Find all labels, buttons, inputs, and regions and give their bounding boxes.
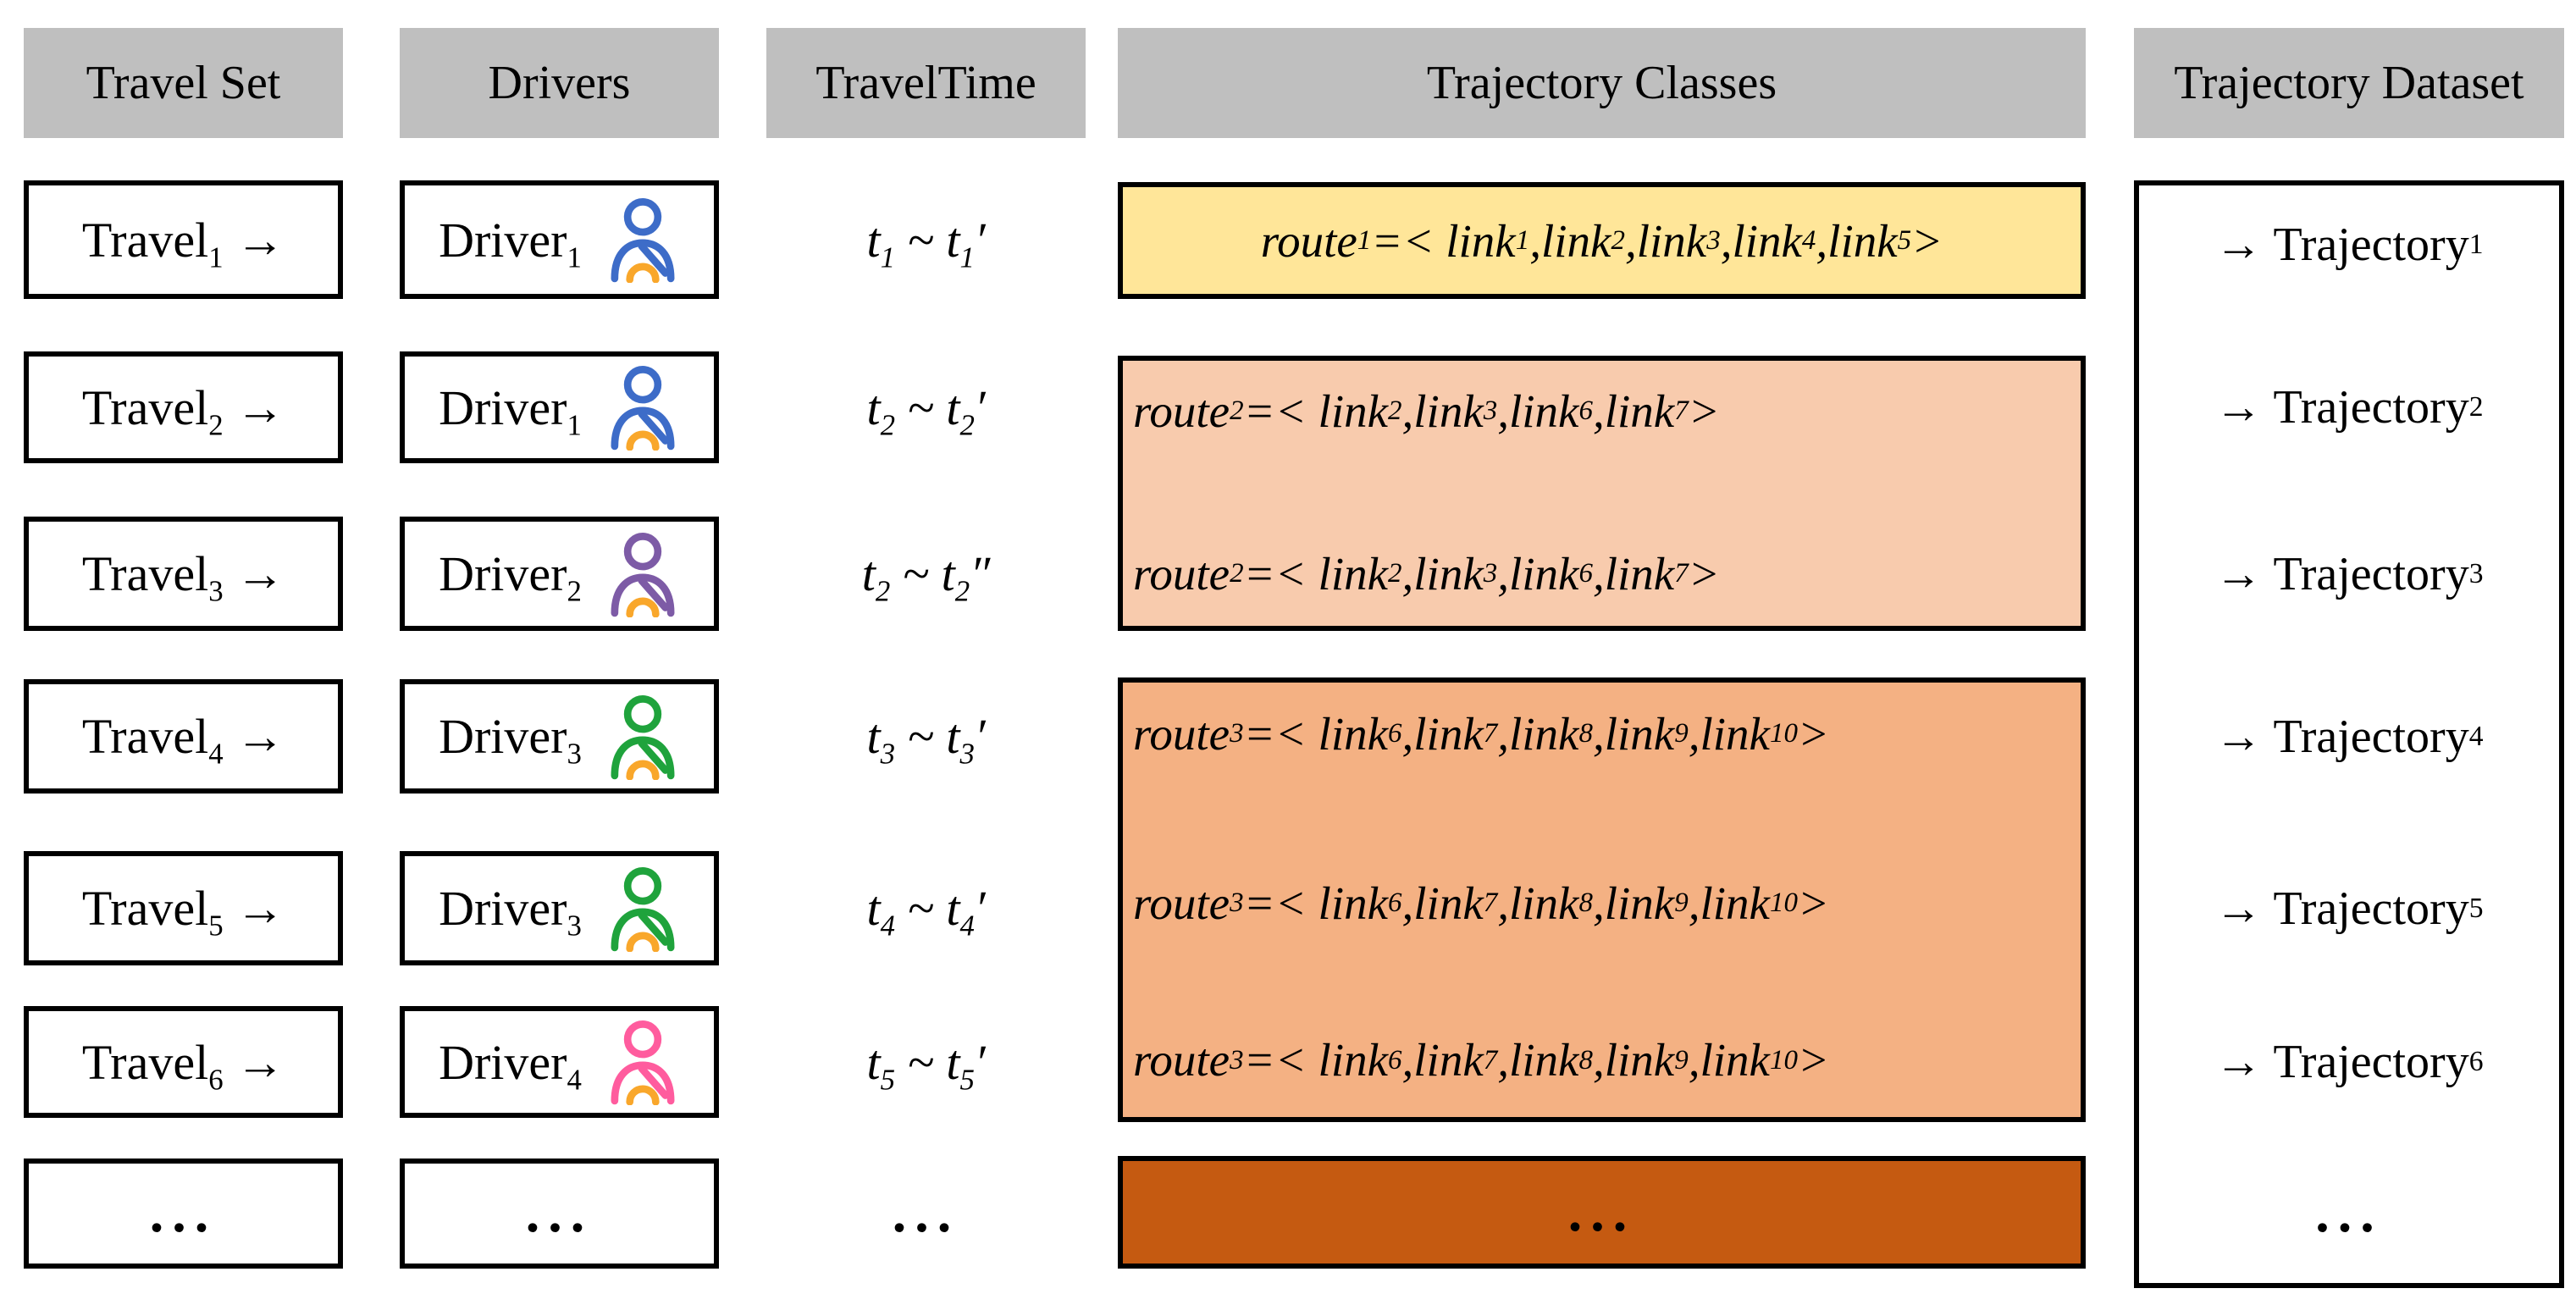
travel-time-label: t1 ~ t1′ — [866, 212, 986, 274]
driver-label: Driver1 — [439, 379, 582, 442]
header-trajectory-dataset: Trajectory Dataset — [2134, 28, 2564, 138]
travel-box-5: Travel5 → — [24, 851, 343, 965]
collar-arc — [626, 597, 660, 617]
driver-box-4: Driver3 — [400, 679, 719, 794]
travel-time-2: t2 ~ t2′ — [766, 351, 1086, 463]
driver-label: Driver3 — [439, 881, 582, 943]
driver-label: Driver1 — [439, 212, 582, 274]
collar-arc — [626, 263, 660, 283]
travel-box-4: Travel4 → — [24, 679, 343, 794]
driver-box-6: Driver4 — [400, 1006, 719, 1118]
driver-box-2: Driver1 — [400, 351, 719, 463]
person-icon — [605, 1019, 680, 1105]
ellipsis-label: ... — [525, 1182, 594, 1244]
travel-label: Travel5 → — [81, 881, 285, 943]
travel-time-3: t2 ~ t2″ — [766, 517, 1086, 631]
driver-label: Driver3 — [439, 709, 582, 771]
travel-box-6: Travel6 → — [24, 1006, 343, 1118]
travel-time-label: t4 ~ t4′ — [866, 881, 986, 943]
collar-arc — [626, 1085, 660, 1105]
travel-time-5: t4 ~ t4′ — [766, 851, 1086, 965]
travel-time-4: t3 ~ t3′ — [766, 679, 1086, 794]
ellipsis-label: ... — [1567, 1181, 1636, 1243]
collar-arc — [626, 430, 660, 451]
driver-label: Driver4 — [439, 1034, 582, 1097]
person-icon — [605, 364, 680, 451]
driver-label: Driver2 — [439, 546, 582, 608]
travel-time-6: t5 ~ t5′ — [766, 1006, 1086, 1118]
collar-arc — [626, 760, 660, 780]
travel-box-3: Travel3 → — [24, 517, 343, 631]
travel-time-label: t5 ~ t5′ — [866, 1034, 986, 1097]
collar-arc — [626, 932, 660, 952]
travel-time-label: t3 ~ t3′ — [866, 709, 986, 771]
trajectory-class-box-ellipsis: ... — [1118, 1156, 2086, 1269]
header-travel-set: Travel Set — [24, 28, 343, 138]
driver-box-3: Driver2 — [400, 517, 719, 631]
travel-box-ellipsis: ... — [24, 1159, 343, 1269]
ellipsis-label: ... — [149, 1182, 218, 1244]
travel-time-ellipsis: ... — [766, 1159, 1086, 1269]
travel-time-1: t1 ~ t1′ — [766, 180, 1086, 299]
travel-label: Travel1 → — [81, 212, 285, 274]
header-drivers: Drivers — [400, 28, 719, 138]
ellipsis-label: ... — [2315, 1182, 2383, 1244]
ellipsis-label: ... — [892, 1182, 960, 1244]
driver-box-1: Driver1 — [400, 180, 719, 299]
travel-box-1: Travel1 → — [24, 180, 343, 299]
travel-label: Travel2 → — [81, 379, 285, 442]
travel-label: Travel6 → — [81, 1034, 285, 1097]
driver-box-ellipsis: ... — [400, 1159, 719, 1269]
driver-box-5: Driver3 — [400, 851, 719, 965]
person-icon — [605, 694, 680, 780]
travel-time-label: t2 ~ t2′ — [866, 379, 986, 442]
travel-label: Travel4 → — [81, 709, 285, 771]
travel-label: Travel3 → — [81, 546, 285, 608]
travel-time-label: t2 ~ t2″ — [861, 546, 991, 608]
person-icon — [605, 865, 680, 952]
travel-box-2: Travel2 → — [24, 351, 343, 463]
header-trajectory-classes: Trajectory Classes — [1118, 28, 2086, 138]
person-icon — [605, 196, 680, 283]
person-icon — [605, 531, 680, 617]
dataset-line-ellipsis: ... — [2139, 1159, 2559, 1269]
header-travel-time: TravelTime — [766, 28, 1086, 138]
